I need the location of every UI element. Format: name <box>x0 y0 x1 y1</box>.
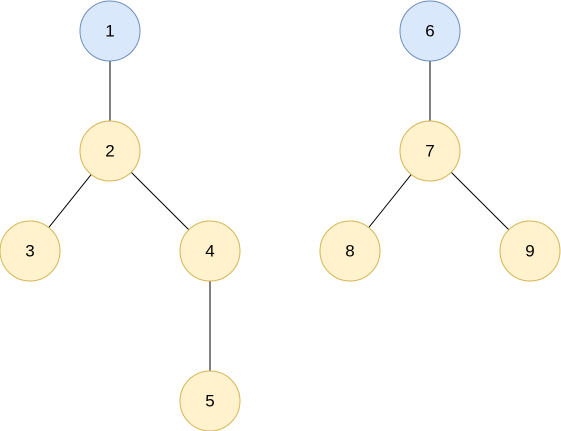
edge-7-8 <box>368 174 412 228</box>
node-4-circle <box>179 220 241 282</box>
node-3-label: 3 <box>25 242 34 261</box>
node-7: 7 <box>399 120 461 182</box>
edges-layer <box>48 61 510 371</box>
node-8: 8 <box>319 220 381 282</box>
node-6-label: 6 <box>425 22 434 41</box>
node-5-circle <box>179 370 241 431</box>
node-7-label: 7 <box>425 142 434 161</box>
node-5: 5 <box>179 370 241 431</box>
node-2-label: 2 <box>105 142 114 161</box>
node-2-circle <box>79 120 141 182</box>
node-4: 4 <box>179 220 241 282</box>
node-8-circle <box>319 220 381 282</box>
node-7-circle <box>399 120 461 182</box>
node-4-label: 4 <box>205 242 214 261</box>
node-6-circle <box>399 0 461 62</box>
node-5-label: 5 <box>205 392 214 411</box>
node-9-circle <box>499 220 561 282</box>
node-9: 9 <box>499 220 561 282</box>
edge-2-3 <box>48 174 92 228</box>
node-9-label: 9 <box>525 242 534 261</box>
node-1: 1 <box>79 0 141 62</box>
edge-7-9 <box>450 171 510 231</box>
edge-2-4 <box>130 171 190 231</box>
node-3: 3 <box>0 220 61 282</box>
node-1-circle <box>79 0 141 62</box>
node-1-label: 1 <box>105 22 114 41</box>
node-6: 6 <box>399 0 461 62</box>
node-2: 2 <box>79 120 141 182</box>
node-8-label: 8 <box>345 242 354 261</box>
node-3-circle <box>0 220 61 282</box>
